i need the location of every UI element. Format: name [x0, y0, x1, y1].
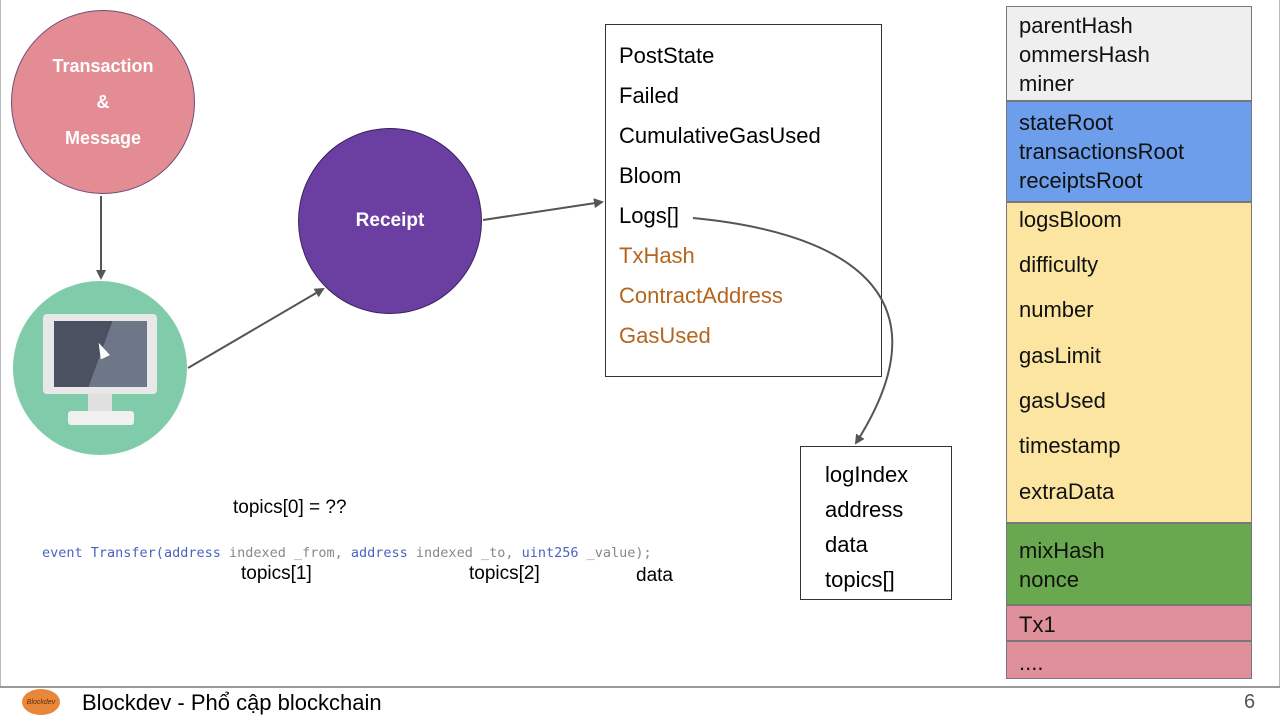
page-number: 6 [1244, 691, 1256, 713]
code-kw-address-2: address [350, 545, 408, 561]
header-field-logsbloom: logsBloom [1019, 207, 1122, 232]
label-topics-2: topics[2] [469, 563, 540, 584]
log-fields-box: logIndex address data topics[] [800, 446, 952, 600]
event-code: event Transfer(address indexed _from, ad… [42, 545, 652, 561]
receipt-fields-box: PostState Failed CumulativeGasUsed Bloom… [605, 24, 882, 377]
log-field-data: data [825, 532, 868, 557]
header-group-1: parentHash ommersHash miner [1006, 6, 1252, 101]
log-field-logindex: logIndex [825, 462, 909, 487]
code-part-3: _value); [578, 545, 652, 561]
header-field-difficulty: difficulty [1019, 252, 1099, 277]
header-group-2: stateRoot transactionsRoot receiptsRoot [1006, 101, 1252, 202]
transaction-label: Transaction [52, 56, 154, 76]
log-field-address: address [825, 497, 904, 522]
header-group-3: logsBloom difficulty number gasLimit gas… [1006, 202, 1252, 523]
code-part-2: indexed _to, [407, 545, 522, 561]
header-field-extradata: extraData [1019, 479, 1115, 504]
monitor-neck [88, 394, 112, 412]
header-field-miner: miner [1019, 71, 1075, 96]
code-kw-event: event [42, 545, 83, 561]
monitor-base [68, 411, 134, 425]
message-label: Message [64, 128, 142, 148]
field-logs: Logs[] [619, 203, 679, 228]
code-kw-uint: uint256 [521, 545, 579, 561]
header-group-6: .... [1006, 641, 1252, 679]
blockdev-logo: Blockdev [22, 689, 60, 715]
header-group-5: Tx1 [1006, 605, 1252, 641]
receipt-circle: Receipt [298, 128, 482, 314]
topics-question: topics[0] = ?? [233, 497, 347, 518]
code-part-1: indexed _from, [220, 545, 351, 561]
field-bloom: Bloom [619, 163, 682, 188]
header-field-timestamp: timestamp [1019, 433, 1121, 458]
header-field-receiptsroot: receiptsRoot [1019, 168, 1143, 193]
field-cumulative-gas-used: CumulativeGasUsed [619, 123, 821, 148]
header-field-ommershash: ommersHash [1019, 42, 1150, 67]
header-field-gasused: gasUsed [1019, 388, 1106, 413]
monitor-screen [54, 321, 147, 387]
label-topics-1: topics[1] [241, 563, 312, 584]
receipt-label: Receipt [355, 210, 425, 231]
field-poststate: PostState [619, 43, 715, 68]
header-field-mixhash: mixHash [1019, 538, 1105, 563]
header-field-gaslimit: gasLimit [1019, 343, 1101, 368]
field-contract-address: ContractAddress [619, 283, 783, 308]
transaction-message-circle: Transaction & Message [11, 10, 195, 194]
header-field-stateroot: stateRoot [1019, 110, 1114, 135]
field-gas-used: GasUsed [619, 323, 711, 348]
header-field-parenthash: parentHash [1019, 13, 1133, 38]
header-field-transactionsroot: transactionsRoot [1019, 139, 1185, 164]
code-event-name: Transfer( [90, 545, 164, 561]
code-kw-address-1: address [163, 545, 221, 561]
footer-title: Blockdev - Phổ cập blockchain [82, 690, 382, 715]
ampersand-label: & [96, 92, 110, 112]
footer-divider [0, 686, 1280, 688]
label-data: data [636, 565, 673, 586]
header-group-4: mixHash nonce [1006, 523, 1252, 605]
log-field-topics: topics[] [825, 567, 895, 592]
header-field-tx1: Tx1 [1019, 612, 1056, 637]
field-txhash: TxHash [619, 243, 695, 268]
header-field-ellipsis: .... [1019, 650, 1044, 675]
field-failed: Failed [619, 83, 679, 108]
header-field-nonce: nonce [1019, 567, 1079, 592]
header-field-number: number [1019, 297, 1094, 322]
